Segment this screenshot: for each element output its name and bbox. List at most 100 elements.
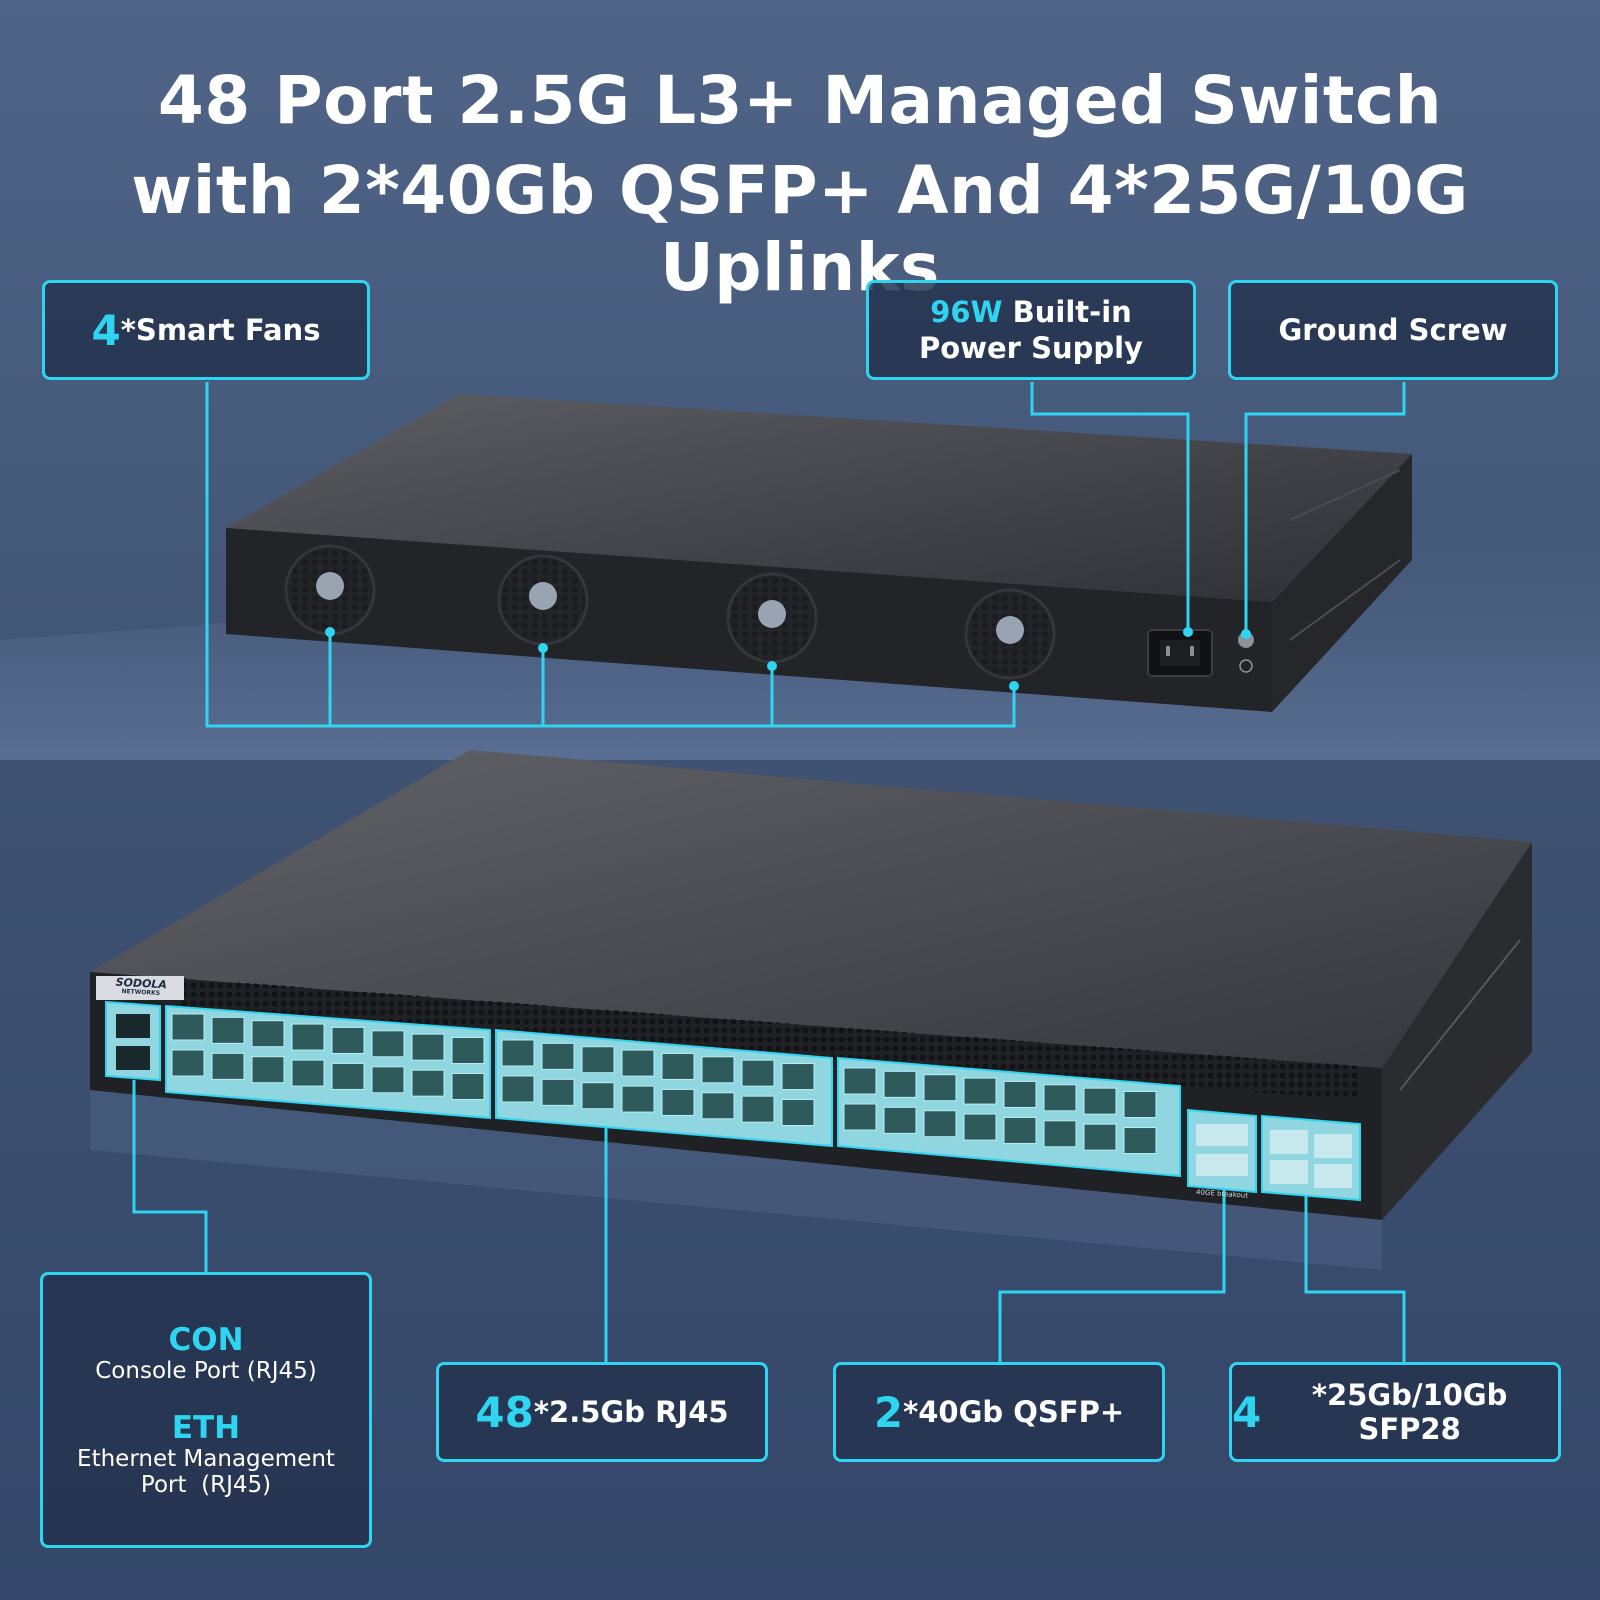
rear-callout-lines	[205, 382, 1406, 728]
eth-desc-line-2: Port (RJ45)	[140, 1472, 272, 1498]
rj45-port	[1083, 1087, 1117, 1115]
rj45-port	[621, 1049, 655, 1077]
rear-switch-side	[1272, 454, 1412, 712]
rj45-port	[843, 1103, 877, 1131]
rj45-port	[291, 1023, 325, 1051]
qsfp-port-1	[1196, 1124, 1248, 1146]
rj45-port	[741, 1095, 775, 1123]
power-wattage: 96W	[930, 294, 1003, 329]
rj45-port	[1123, 1127, 1157, 1155]
rj45-port	[291, 1059, 325, 1087]
rj45-group-1	[165, 1004, 491, 1120]
rj45-port	[331, 1062, 365, 1090]
rj45-port	[371, 1066, 405, 1094]
sfp28-port-4	[1314, 1164, 1352, 1188]
sfp28-count: 4	[1232, 1387, 1262, 1437]
power-socket	[1147, 629, 1213, 677]
qsfp-port-2	[1196, 1154, 1248, 1176]
sfp28-callout: 4 *25Gb/10Gb SFP28	[1229, 1362, 1561, 1462]
rj45-port	[251, 1020, 285, 1048]
rj45-port	[963, 1077, 997, 1105]
smart-fans-label: *Smart Fans	[120, 313, 321, 347]
rj45-port	[331, 1026, 365, 1054]
rj45-port	[411, 1033, 445, 1061]
ground-screw-callout: Ground Screw	[1228, 280, 1558, 380]
rj45-port	[701, 1056, 735, 1084]
front-callout-lines	[132, 1080, 1406, 1362]
front-vent	[180, 978, 1360, 1100]
headline-line-2: with 2*40Gb QSFP+ And 4*25G/10G Uplinks	[131, 152, 1469, 306]
rj45-port	[1043, 1084, 1077, 1112]
rj45-port	[371, 1030, 405, 1058]
rj45-port	[451, 1073, 485, 1101]
rj45-port	[741, 1059, 775, 1087]
qsfp-label: *40Gb QSFP+	[903, 1395, 1125, 1429]
smart-fans-count: 4	[91, 305, 121, 355]
power-supply-label-1: Built-in	[1002, 294, 1132, 329]
rear-switch-top	[226, 394, 1412, 602]
rj45-port	[541, 1078, 575, 1106]
rj45-port	[451, 1037, 485, 1065]
rj45-port	[171, 1013, 205, 1041]
qsfp-count: 2	[873, 1387, 904, 1437]
fan-3	[726, 572, 818, 664]
surface-reflection	[90, 1090, 1382, 1270]
rj45-port	[923, 1074, 957, 1102]
rj45-port	[781, 1099, 815, 1127]
console-eth-callout: CON Console Port (RJ45) ETH Ethernet Man…	[40, 1272, 372, 1548]
headline-line-1: 48 Port 2.5G L3+ Managed Switch	[157, 62, 1443, 139]
fan-4	[964, 588, 1056, 680]
rj45-port	[963, 1113, 997, 1141]
sfp28-port-1	[1270, 1130, 1308, 1154]
rj45-port	[661, 1088, 695, 1116]
rj45-port-grid	[171, 1013, 1157, 1155]
rj45-port	[883, 1070, 917, 1098]
rj45-port	[1003, 1080, 1037, 1108]
fan-2	[497, 554, 589, 646]
smart-fans-callout: 4*Smart Fans	[42, 280, 370, 380]
rj45-port	[923, 1110, 957, 1138]
rj45-count: 48	[475, 1387, 534, 1437]
sfp28-label: *25Gb/10Gb SFP28	[1311, 1378, 1508, 1446]
eth-desc-line-1: Ethernet Management	[77, 1446, 335, 1472]
power-supply-label-2: Power Supply	[919, 331, 1143, 365]
eth-title: ETH	[171, 1410, 241, 1446]
rj45-port	[501, 1075, 535, 1103]
rj45-port	[251, 1056, 285, 1084]
rear-switch	[226, 394, 1412, 712]
console-port	[116, 1014, 150, 1038]
rj45-callout: 48*2.5Gb RJ45	[436, 1362, 768, 1462]
rj45-port	[211, 1052, 245, 1080]
rear-callout-dots	[325, 627, 1251, 691]
fan-1	[284, 544, 376, 636]
brand-plate	[96, 976, 184, 1000]
rj45-port	[581, 1046, 615, 1074]
qsfp-ports	[1187, 1108, 1257, 1194]
eth-port	[116, 1046, 150, 1070]
rj45-port	[701, 1092, 735, 1120]
console-title: CON	[168, 1322, 244, 1358]
rj45-port	[1003, 1116, 1037, 1144]
rj45-port	[1123, 1091, 1157, 1119]
rj45-port	[843, 1067, 877, 1095]
rj45-port	[1043, 1120, 1077, 1148]
qsfp-callout: 2*40Gb QSFP+	[833, 1362, 1165, 1462]
rj45-port	[883, 1106, 917, 1134]
rj45-port	[171, 1049, 205, 1077]
rj45-port	[411, 1069, 445, 1097]
console-desc: Console Port (RJ45)	[95, 1358, 317, 1384]
rj45-label: *2.5Gb RJ45	[533, 1395, 729, 1429]
sfp28-port-2	[1314, 1134, 1352, 1158]
front-switch-side	[1382, 842, 1532, 1220]
ground-screw-label: Ground Screw	[1278, 313, 1508, 347]
rj45-port	[501, 1039, 535, 1067]
rj45-port	[781, 1063, 815, 1091]
rj45-port	[661, 1052, 695, 1080]
front-switch-top	[90, 750, 1532, 1068]
rj45-port	[621, 1085, 655, 1113]
rj45-port	[541, 1042, 575, 1070]
power-supply-callout: 96W Built-in Power Supply	[866, 280, 1196, 380]
rj45-port	[1083, 1123, 1117, 1151]
rj45-port	[581, 1082, 615, 1110]
